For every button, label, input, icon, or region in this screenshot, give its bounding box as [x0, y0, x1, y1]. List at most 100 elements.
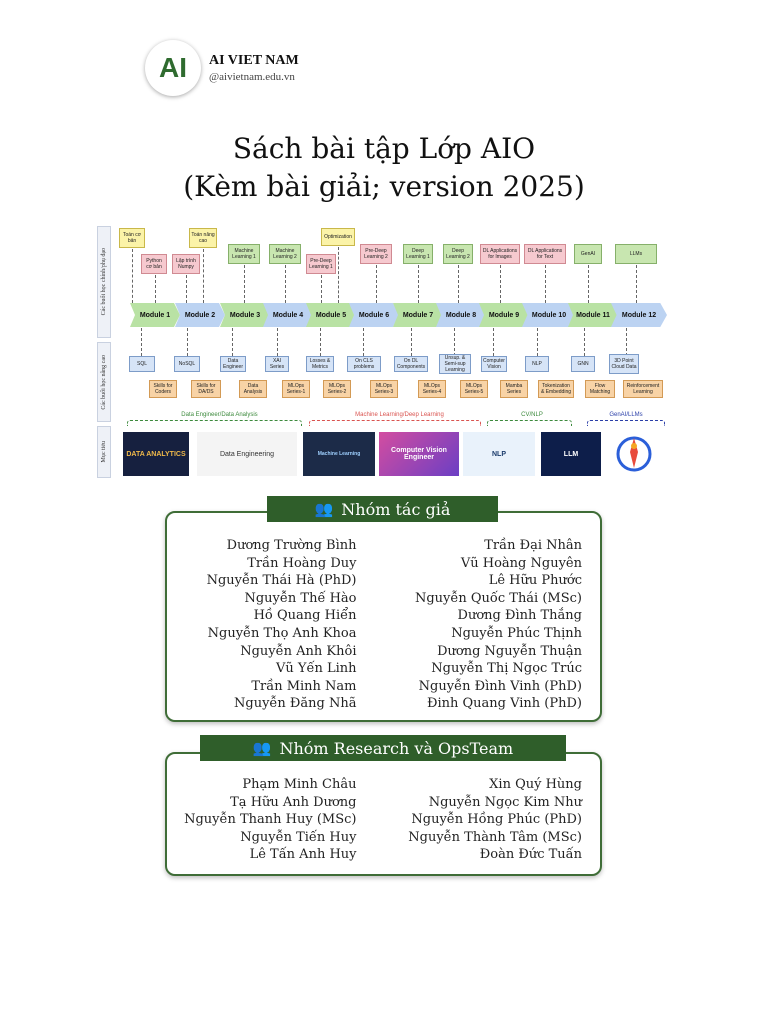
- advanced-box: Losses & Metrics: [306, 356, 334, 372]
- authors-right-column: Trần Đại Nhân Vũ Hoàng Nguyên Lê Hữu Phư…: [384, 537, 601, 713]
- category-bracket: [127, 420, 302, 426]
- topic-box: Deep Learning 1: [403, 244, 433, 264]
- topic-box: DL Applications for Images: [480, 244, 520, 264]
- advanced-box: MLOps Series-2: [323, 380, 351, 398]
- topic-box: Optimization: [321, 228, 355, 246]
- title-line-2: (Kèm bài giải; version 2025): [183, 170, 585, 203]
- author-name: Dương Đình Thắng: [457, 608, 582, 624]
- topic-box: Pre-Deep Learning 2: [360, 244, 392, 264]
- module-10: Module 10: [522, 303, 576, 327]
- advanced-box: Data Engineer: [220, 356, 246, 372]
- author-name: Trần Hoàng Duy: [247, 555, 357, 571]
- member-name: Phạm Minh Châu: [242, 777, 357, 792]
- topic-box: Pre-Deep Learning 1: [306, 254, 336, 274]
- module-9: Module 9: [479, 303, 529, 327]
- advanced-box: NLP: [525, 356, 549, 372]
- advanced-box: Computer Vision: [481, 356, 507, 372]
- member-name: Đoàn Đức Tuấn: [479, 847, 582, 863]
- advanced-box: On CLS problems: [347, 356, 381, 372]
- category-bracket: [587, 420, 665, 426]
- thumb-genai-emblem: [609, 432, 659, 476]
- advanced-box: On DL Components: [394, 356, 428, 372]
- topic-box: Lập trình Numpy: [172, 254, 200, 274]
- authors-panel: Dương Trường Bình Trần Hoàng Duy Nguyễn …: [165, 511, 602, 722]
- member-name: Tạ Hữu Anh Dương: [230, 794, 357, 810]
- author-name: Hồ Quang Hiển: [253, 608, 357, 624]
- authors-heading-text: Nhóm tác giả: [341, 499, 451, 519]
- member-name: Nguyễn Tiến Huy: [240, 829, 357, 845]
- advanced-box: MLOps Series-1: [282, 380, 310, 398]
- advanced-box: XAI Series: [265, 356, 289, 372]
- module-7: Module 7: [393, 303, 443, 327]
- thumb-machine-learning: Machine Learning: [303, 432, 375, 476]
- module-4: Module 4: [263, 303, 313, 327]
- member-name: Xin Quý Hùng: [489, 777, 582, 792]
- advanced-box: Tokenization & Embedding: [538, 380, 574, 398]
- module-1: Module 1: [130, 303, 180, 327]
- member-name: Nguyễn Thành Tâm (MSc): [408, 829, 582, 845]
- author-name: Nguyễn Thị Ngọc Trúc: [431, 661, 582, 677]
- advanced-box: 3D Point Cloud Data: [609, 354, 639, 374]
- authors-left-column: Dương Trường Bình Trần Hoàng Duy Nguyễn …: [167, 537, 384, 713]
- research-heading-text: Nhóm Research và OpsTeam: [279, 738, 514, 758]
- module-6: Module 6: [349, 303, 399, 327]
- author-name: Nguyễn Quốc Thái (MSc): [414, 590, 582, 606]
- advanced-box: MLOps Series-5: [460, 380, 488, 398]
- category-bracket: [309, 420, 481, 426]
- advanced-box: NoSQL: [174, 356, 200, 372]
- author-name: Trần Đại Nhân: [484, 538, 582, 553]
- author-name: Trần Minh Nam: [251, 678, 357, 694]
- category-bracket: [487, 420, 572, 426]
- topic-box: Deep Learning 2: [443, 244, 473, 264]
- author-name: Lê Hữu Phước: [488, 573, 582, 589]
- topic-box: Toán nâng cao: [189, 228, 217, 248]
- member-name: Nguyễn Hồng Phúc (PhD): [411, 812, 582, 828]
- module-2: Module 2: [175, 303, 225, 327]
- advanced-box: Unsup. & Semi-sup Learning: [439, 354, 471, 374]
- research-left-column: Phạm Minh Châu Tạ Hữu Anh Dương Nguyễn T…: [167, 776, 384, 864]
- category-label: Data Engineer/Data Analysis: [181, 412, 258, 418]
- author-name: Vũ Yến Linh: [275, 661, 357, 677]
- topic-box: Toán cơ bản: [119, 228, 145, 248]
- research-panel: Phạm Minh Châu Tạ Hữu Anh Dương Nguyễn T…: [165, 752, 602, 876]
- module-8: Module 8: [436, 303, 486, 327]
- author-name: Dương Nguyễn Thuận: [437, 643, 582, 659]
- author-name: Nguyễn Thọ Anh Khoa: [207, 625, 357, 641]
- topic-box: Machine Learning 2: [269, 244, 301, 264]
- author-name: Nguyễn Anh Khôi: [240, 643, 357, 659]
- module-11: Module 11: [568, 303, 618, 327]
- author-name: Vũ Hoàng Nguyên: [460, 555, 582, 571]
- author-name: Nguyễn Phúc Thịnh: [451, 625, 582, 641]
- row-label-advanced: Các buổi học nâng cao: [97, 342, 111, 422]
- advanced-box: Mamba Series: [500, 380, 528, 398]
- advanced-box: Skills for DA/DS: [191, 380, 221, 398]
- users-icon: 👥: [252, 739, 272, 757]
- advanced-box: MLOps Series-4: [418, 380, 446, 398]
- topic-box: LLMs: [615, 244, 657, 264]
- author-name: Nguyễn Đình Vinh (PhD): [418, 678, 582, 694]
- topic-box: GenAI: [574, 244, 602, 264]
- author-name: Đinh Quang Vinh (PhD): [426, 696, 582, 712]
- member-name: Nguyễn Ngọc Kim Như: [428, 794, 582, 810]
- module-12: Module 12: [611, 303, 667, 327]
- member-name: Nguyễn Thanh Huy (MSc): [184, 812, 357, 828]
- advanced-box: MLOps Series-3: [370, 380, 398, 398]
- author-name: Nguyễn Đăng Nhã: [234, 696, 357, 712]
- advanced-box: Reinforcement Learning: [623, 380, 663, 398]
- author-name: Nguyễn Thế Hào: [244, 590, 357, 606]
- users-icon: 👥: [314, 500, 334, 518]
- thumb-computer-vision: Computer Vision Engineer: [379, 432, 459, 476]
- logo-mark: AI: [145, 40, 201, 96]
- logo-name: AI VIET NAM: [209, 53, 299, 68]
- advanced-box: GNN: [571, 356, 595, 372]
- topic-box: DL Applications for Text: [524, 244, 566, 264]
- module-5: Module 5: [306, 303, 356, 327]
- advanced-box: Flow Matching: [585, 380, 615, 398]
- thumb-nlp: NLP: [463, 432, 535, 476]
- advanced-box: SQL: [129, 356, 155, 372]
- author-name: Dương Trường Bình: [226, 538, 357, 553]
- category-label: Machine Learning/Deep Learning: [355, 412, 444, 418]
- module-3: Module 3: [220, 303, 270, 327]
- title-line-1: Sách bài tập Lớp AIO: [232, 132, 536, 165]
- advanced-box: Data Analysis: [239, 380, 267, 398]
